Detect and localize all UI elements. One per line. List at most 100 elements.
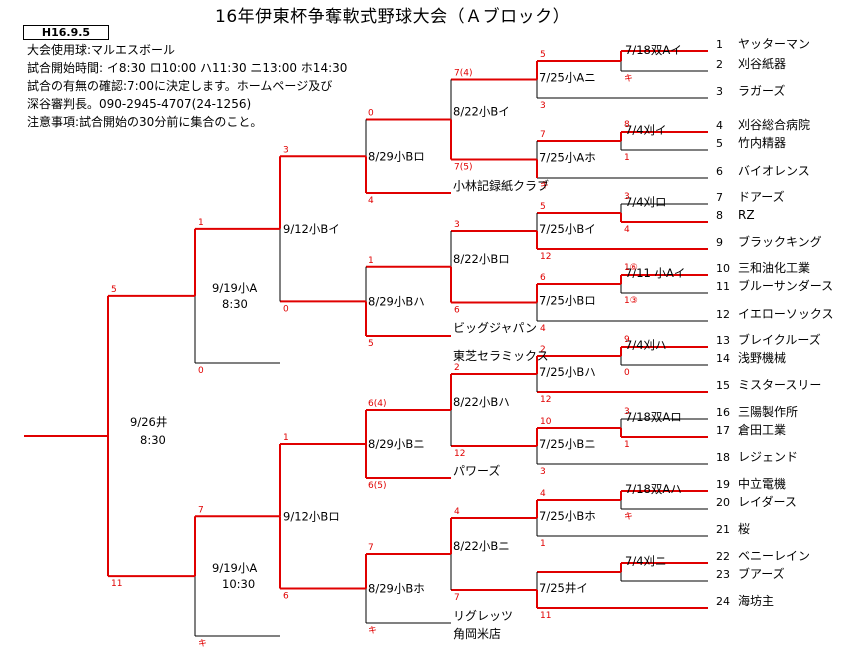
team-seed: 8: [716, 209, 723, 222]
team-seed: 7: [716, 191, 723, 204]
left-team-name: リグレッツ: [453, 609, 513, 623]
match-label: 8/29小Bホ: [368, 582, 425, 596]
team-seed: 21: [716, 523, 730, 536]
score-bottom: 12: [454, 449, 465, 459]
score-top: 0: [368, 109, 374, 119]
score-top: 7: [540, 130, 546, 140]
left-team-name: 東芝セラミックス: [453, 348, 549, 363]
team-seed: 13: [716, 334, 730, 347]
score-bottom: 6: [283, 592, 289, 602]
team-name-20: レイダース: [738, 494, 797, 509]
match-label: 7/25小Aホ: [539, 151, 596, 165]
score-top: 6: [540, 273, 546, 283]
team-seed: 11: [716, 280, 730, 293]
match-label: 7/25小Bホ: [539, 509, 596, 523]
final-label: 9/26井: [130, 415, 167, 429]
score-bottom: 6(5): [368, 481, 386, 491]
score-top: 4: [540, 489, 546, 499]
team-seed: 16: [716, 406, 730, 419]
score-bottom: 1③: [624, 296, 638, 306]
match-label: 8/29小Bハ: [368, 294, 425, 308]
page-title: 16年伊東杯争奪軟式野球大会（Ａブロック）: [215, 7, 571, 27]
score-top: 3: [624, 192, 630, 202]
score-top: 1: [368, 256, 374, 266]
score-bottom: 4: [540, 324, 546, 334]
team-seed: 3: [716, 85, 723, 98]
left-team-name: ビッグジャパン: [453, 321, 537, 335]
score-bottom: 0: [198, 366, 204, 376]
score-bottom: 1: [624, 440, 630, 450]
score-bottom: キ: [624, 74, 633, 84]
team-name-10: 三和油化工業: [738, 261, 810, 275]
score-top: 10: [540, 417, 552, 427]
team-seed: 17: [716, 424, 730, 437]
team-seed: 4: [716, 119, 723, 132]
match-time: 8:30: [222, 297, 248, 311]
match-label: 8/22小Bイ: [453, 105, 510, 119]
match-label: 7/25小Bニ: [539, 437, 596, 451]
team-name-22: ベニーレイン: [738, 549, 810, 563]
score-top: 3: [283, 145, 289, 155]
team-name-24: 海坊主: [738, 593, 774, 608]
score-bottom: 5: [368, 339, 374, 349]
team-seed: 9: [716, 236, 723, 249]
match-label: 9/19小A: [212, 281, 257, 295]
team-seed: 19: [716, 478, 730, 491]
match-label: 7/25井イ: [539, 581, 588, 595]
score-top: 7: [198, 505, 204, 515]
score-top: 1: [198, 218, 204, 228]
note-ball: 大会使用球:マルエスボール: [27, 43, 176, 57]
team-seed: 15: [716, 379, 730, 392]
team-seed: 23: [716, 568, 730, 581]
score-top: 2: [540, 345, 546, 355]
match-label: 8/22小Bハ: [453, 395, 510, 409]
score-bottom: キ: [540, 181, 549, 191]
team-seed: 24: [716, 595, 730, 608]
match-label: 7/4刈ロ: [625, 195, 667, 209]
team-name-5: 竹内精器: [738, 136, 786, 150]
score-bottom: 0: [283, 304, 289, 314]
final-time: 8:30: [140, 433, 166, 447]
score-bottom: 6: [454, 306, 460, 316]
match-label: 7/18双Aロ: [625, 410, 682, 424]
score-bottom: 3: [540, 467, 546, 477]
team-name-11: ブルーサンダース: [738, 278, 833, 293]
team-seed: 6: [716, 165, 723, 178]
match-label: 7/18双Aイ: [625, 43, 682, 57]
team-name-13: ブレイクルーズ: [738, 332, 821, 347]
date-box: H16.9.5: [23, 25, 109, 40]
match-label: 8/22小Bニ: [453, 539, 510, 553]
score-top: 5: [540, 202, 546, 212]
team-name-3: ラガーズ: [738, 83, 785, 98]
team-seed: 18: [716, 451, 730, 464]
score-bottom: 4: [368, 196, 374, 206]
team-name-1: ヤッターマン: [738, 37, 810, 51]
left-team-name: パワーズ: [453, 463, 500, 478]
note-start-times: 試合開始時間: イ8:30 ロ10:00 ハ11:30 ニ13:00 ホ14:3…: [27, 61, 348, 75]
score-bottom: 1: [540, 539, 546, 549]
score-bottom: 3: [540, 101, 546, 111]
team-name-12: イエローソックス: [738, 307, 834, 321]
note-contact: 深谷審判長。090-2945-4707(24-1256): [27, 97, 252, 111]
score-top: 8: [624, 120, 630, 130]
score-top: 7(4): [454, 69, 472, 79]
score-bottom: 11: [111, 579, 122, 589]
team-name-7: ドアーズ: [738, 189, 785, 204]
score-top: 1: [283, 433, 289, 443]
match-label: 8/22小Bロ: [453, 252, 510, 266]
score-bottom: 7: [454, 593, 460, 603]
match-label: 9/12小Bロ: [283, 509, 340, 523]
team-name-17: 倉田工業: [738, 422, 786, 437]
match-label: 8/29小Bロ: [368, 149, 425, 163]
match-label: 7/25小Aニ: [539, 71, 596, 85]
team-name-19: 中立電機: [738, 476, 786, 491]
score-bottom: 12: [540, 252, 551, 262]
match-label: 7/25小Bロ: [539, 294, 596, 308]
match-label: 7/4刈ニ: [625, 554, 667, 568]
team-name-21: 桜: [738, 522, 750, 536]
score-top: 9: [624, 335, 630, 345]
team-seed: 1: [716, 38, 723, 51]
team-name-9: ブラックキング: [738, 234, 822, 249]
team-name-16: 三陽製作所: [738, 405, 798, 419]
